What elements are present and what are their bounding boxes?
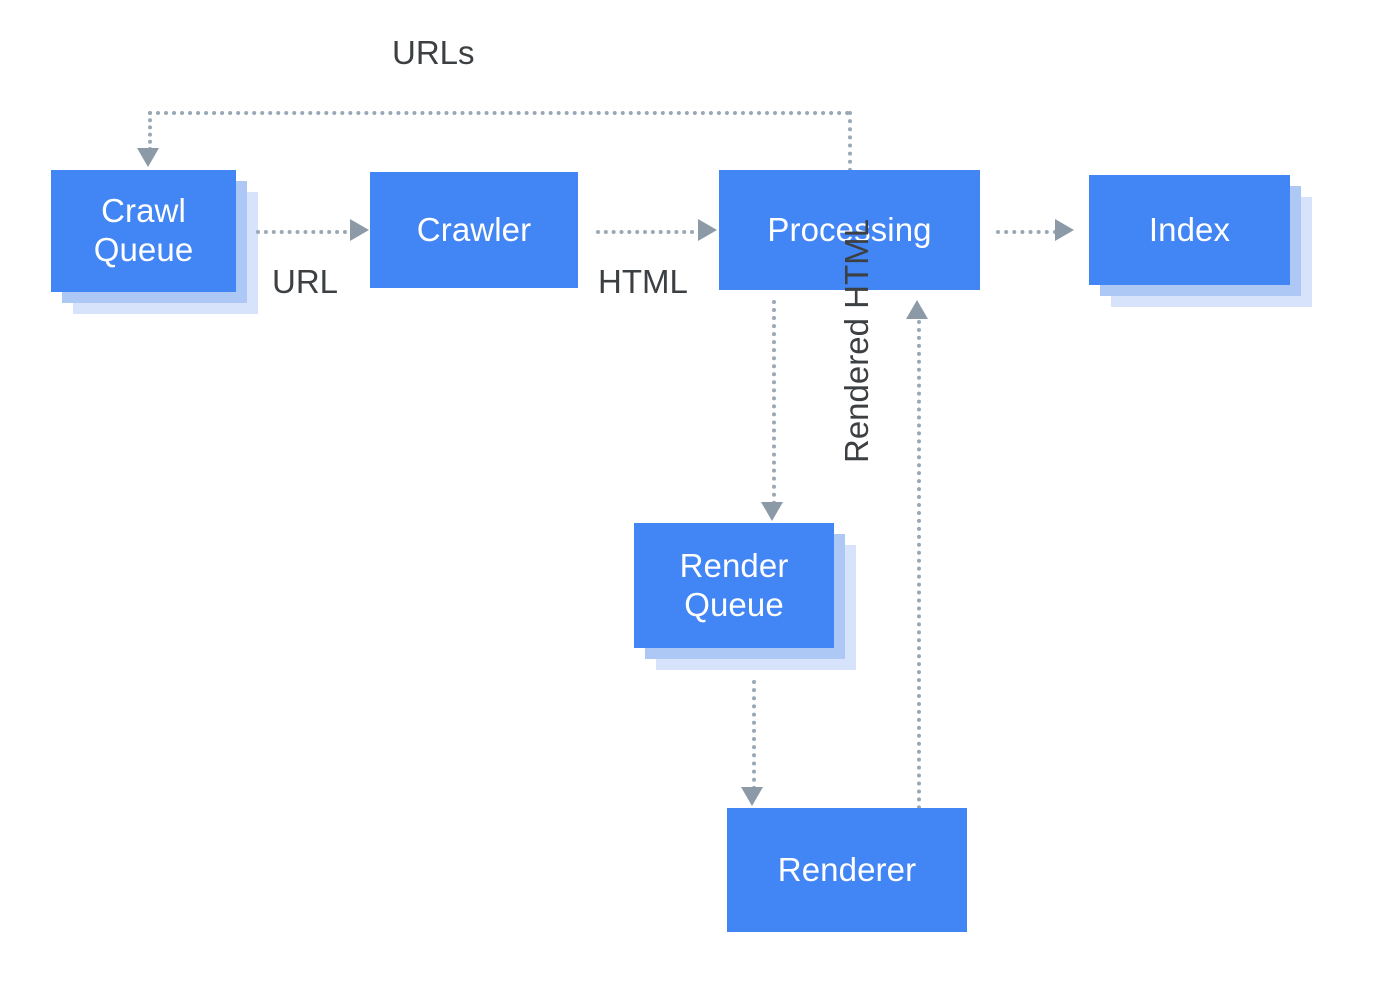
processing-face: Processing xyxy=(719,170,980,290)
render-queue-face: Render Queue xyxy=(634,523,834,648)
edge-label-rendered-html: Rendered HTML xyxy=(838,219,875,463)
index-label: Index xyxy=(1148,210,1231,248)
node-renderer[interactable]: Renderer xyxy=(727,808,967,932)
crawl-queue-label: Crawl Queue xyxy=(93,192,194,268)
html-edge-arrowhead xyxy=(698,219,717,241)
index-edge-line xyxy=(996,230,1057,234)
node-crawl-queue[interactable]: Crawl Queue xyxy=(51,170,258,314)
url-edge-arrowhead xyxy=(350,219,369,241)
urls-edge-riser-right xyxy=(848,111,852,172)
node-processing[interactable]: Processing xyxy=(719,170,980,290)
renderer-label: Renderer xyxy=(777,850,917,888)
urls-edge-drop-left xyxy=(148,111,152,151)
edge-label-urls: URLs xyxy=(392,34,475,71)
urls-edge-arrowhead xyxy=(137,148,159,167)
index-face: Index xyxy=(1089,175,1290,285)
render-queue-label: Render Queue xyxy=(679,546,789,623)
rendered-html-edge-arrowhead xyxy=(906,300,928,319)
node-index[interactable]: Index xyxy=(1089,175,1312,307)
html-edge-line xyxy=(596,230,702,234)
urls-edge-span xyxy=(148,111,850,115)
renderer-edge-arrowhead xyxy=(741,787,763,806)
render-queue-edge-arrowhead xyxy=(761,502,783,521)
processing-label: Processing xyxy=(767,210,932,248)
render-queue-edge-line xyxy=(772,300,776,505)
node-render-queue[interactable]: Render Queue xyxy=(634,523,856,670)
crawler-label: Crawler xyxy=(416,210,532,248)
crawler-face: Crawler xyxy=(370,172,578,288)
renderer-edge-line xyxy=(752,680,756,790)
url-edge-line xyxy=(256,230,355,234)
rendered-html-edge-line xyxy=(917,320,921,810)
renderer-face: Renderer xyxy=(727,808,967,932)
crawl-queue-face: Crawl Queue xyxy=(51,170,236,292)
node-crawler[interactable]: Crawler xyxy=(370,172,578,288)
index-edge-arrowhead xyxy=(1055,219,1074,241)
edge-label-html: HTML xyxy=(598,263,688,300)
edge-label-url: URL xyxy=(272,263,339,300)
